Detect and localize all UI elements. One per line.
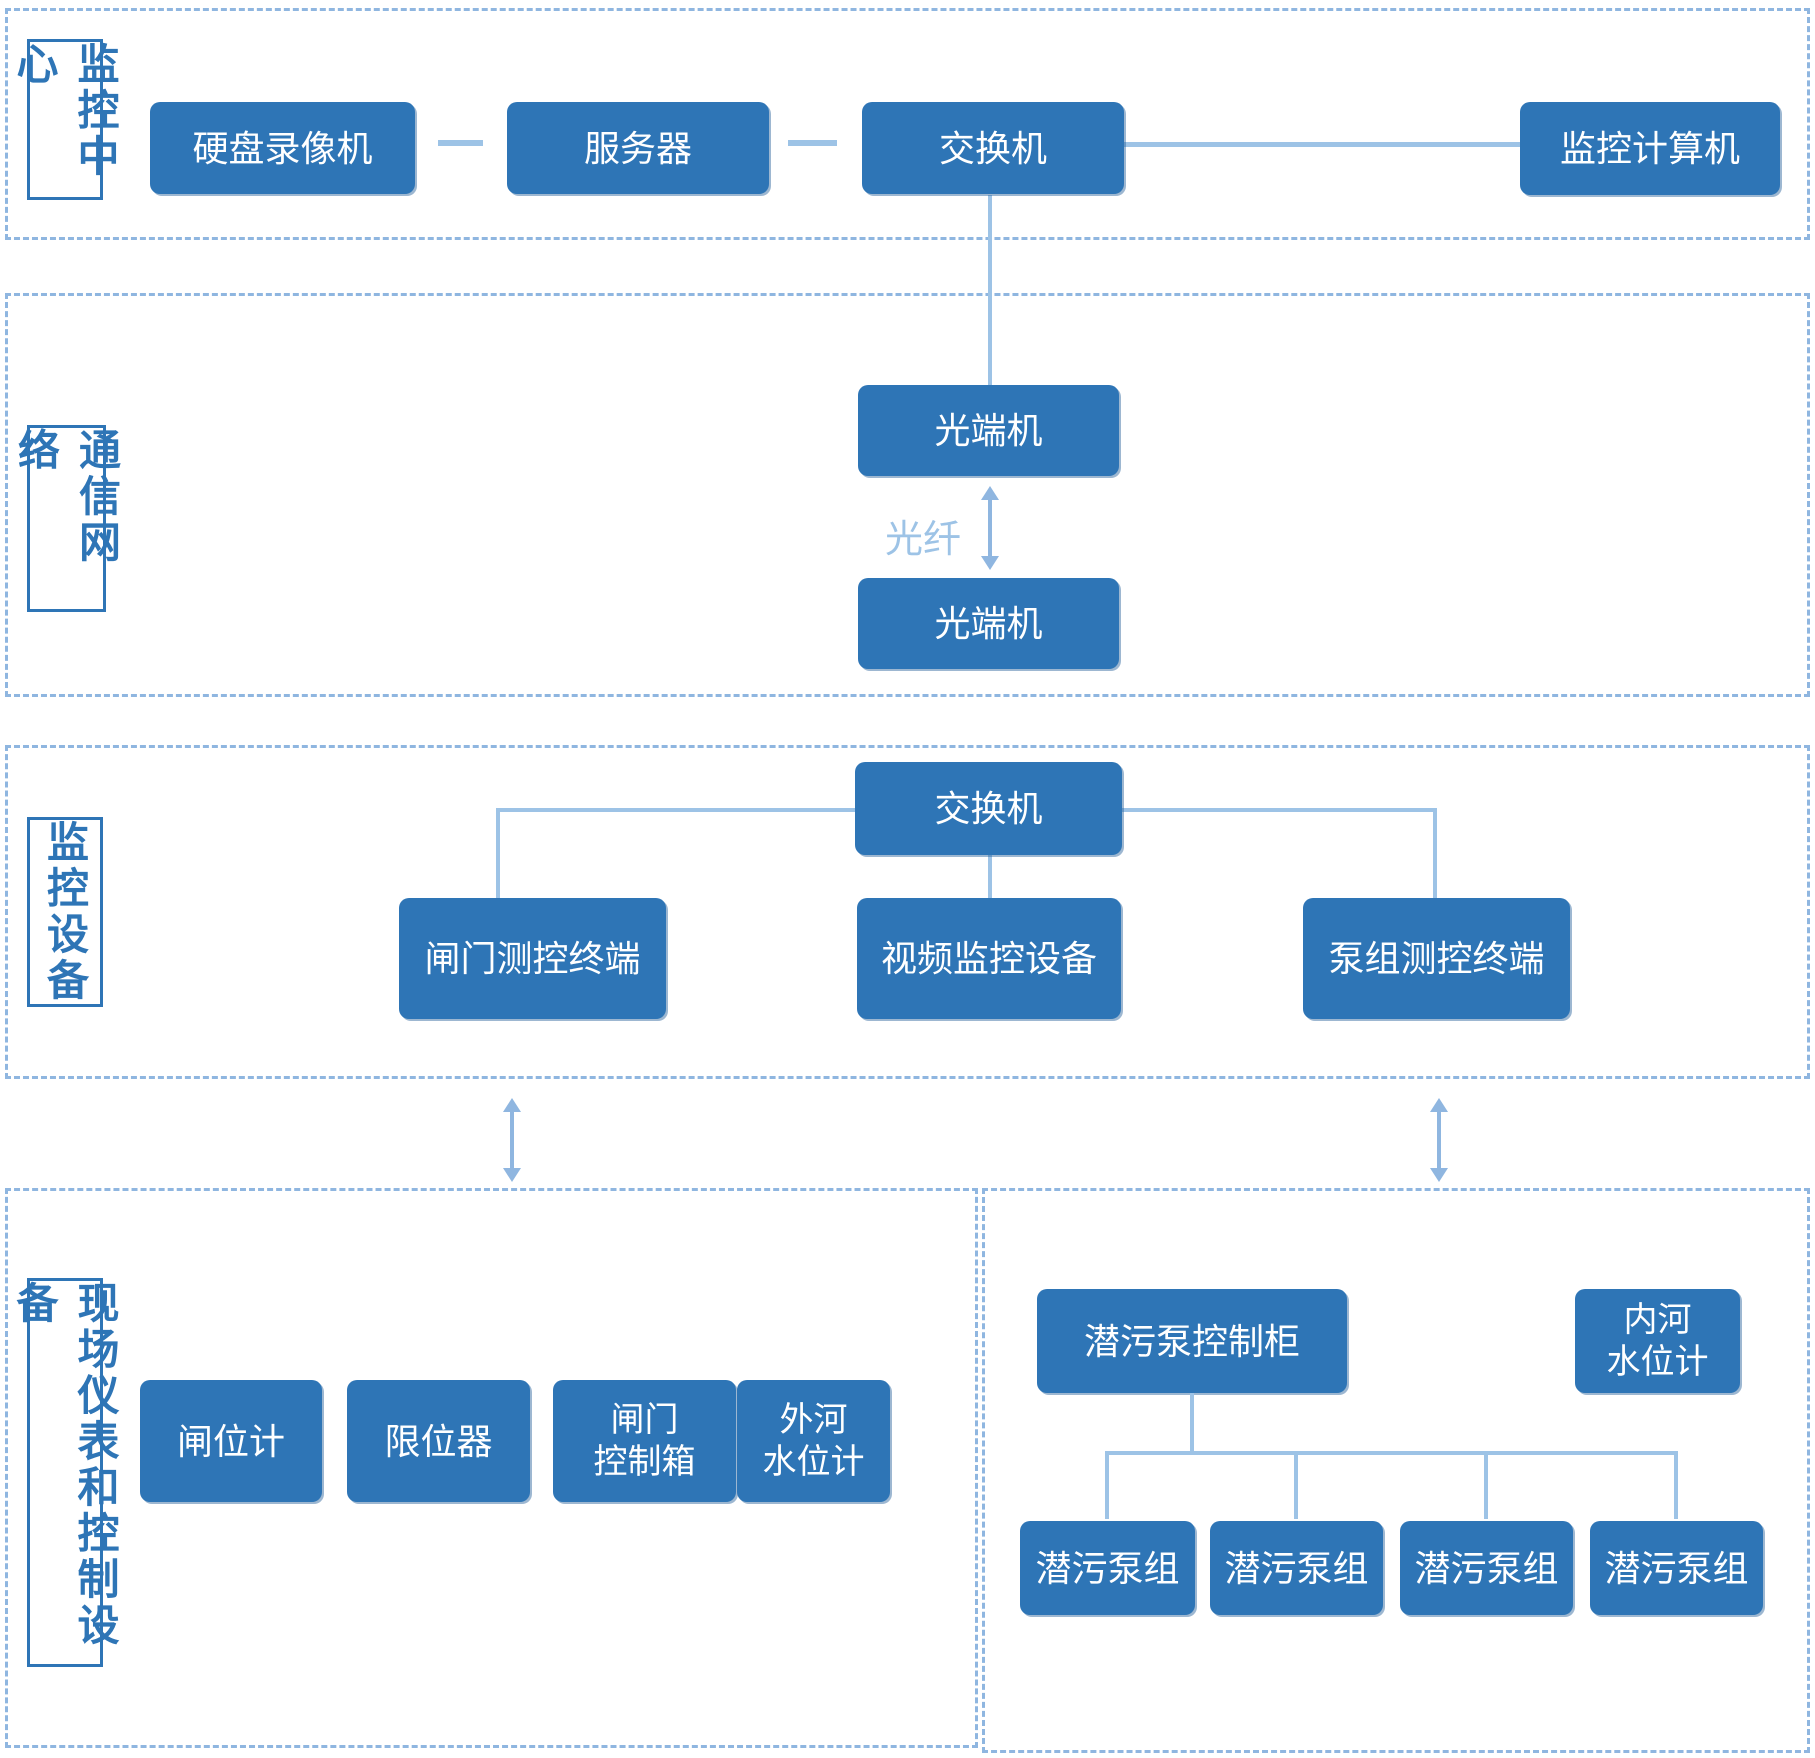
node-gate-terminal: 闸门测控终端 (399, 898, 666, 1019)
link-arrow-right (1430, 1098, 1448, 1182)
node-gate-control-box: 闸门 控制箱 (553, 1380, 736, 1502)
fiber-label: 光纤 (885, 519, 962, 561)
arrow-down-icon (503, 1168, 521, 1182)
elbow-left-horizontal (498, 808, 855, 812)
node-limiter: 限位器 (347, 1380, 530, 1502)
node-pump-cabinet: 潜污泵控制柜 (1037, 1289, 1347, 1393)
arrow-down-icon (1430, 1168, 1448, 1182)
connector-switch-computer (1124, 142, 1520, 147)
section-monitoring-center-frame (5, 8, 1810, 240)
connector-server-switch (788, 140, 837, 146)
arrow-up-icon (981, 486, 999, 500)
tree-stem (1190, 1393, 1194, 1455)
node-switch-middle: 交换机 (855, 762, 1122, 855)
node-monitor-computer: 监控计算机 (1520, 102, 1780, 195)
label-monitoring-equipment: 监控设备 (27, 817, 103, 1007)
node-optical-terminal-top: 光端机 (858, 385, 1119, 476)
node-pump-group-1: 潜污泵组 (1020, 1521, 1195, 1615)
node-optical-terminal-bottom: 光端机 (858, 578, 1119, 669)
node-video-device: 视频监控设备 (857, 898, 1121, 1019)
arrow-up-icon (1430, 1098, 1448, 1112)
tree-drop-2 (1294, 1451, 1298, 1519)
section-communication-network-frame (5, 293, 1810, 697)
node-server: 服务器 (507, 102, 769, 194)
arrow-up-icon (503, 1098, 521, 1112)
arrow-down-icon (981, 556, 999, 570)
fiber-double-arrow (981, 486, 999, 570)
connector-dvr-server (438, 140, 483, 146)
node-outer-river-gauge: 外河 水位计 (737, 1380, 890, 1502)
label-monitoring-center: 监控中心 (11, 39, 119, 200)
node-gate-gauge: 闸位计 (140, 1380, 322, 1502)
section-field-right-frame (982, 1188, 1810, 1753)
elbow-right-vertical (1433, 808, 1437, 898)
tree-drop-4 (1674, 1451, 1678, 1519)
tree-drop-3 (1484, 1451, 1488, 1519)
node-hdd-recorder: 硬盘录像机 (150, 102, 415, 194)
tree-drop-1 (1105, 1451, 1109, 1519)
section-monitoring-equipment-frame (5, 745, 1810, 1079)
label-communication-network: 通信网络 (13, 425, 121, 612)
elbow-right-horizontal (1122, 808, 1437, 812)
section-field-left-frame (5, 1188, 978, 1748)
connector-switch-optical (988, 195, 992, 385)
connector-switch-video (988, 855, 992, 898)
node-pump-terminal: 泵组测控终端 (1303, 898, 1570, 1019)
node-pump-group-4: 潜污泵组 (1590, 1521, 1763, 1615)
node-pump-group-3: 潜污泵组 (1400, 1521, 1573, 1615)
tree-bar (1105, 1451, 1678, 1455)
label-field-devices: 现场仪表和控制设备 (11, 1278, 119, 1667)
elbow-left-vertical (496, 808, 500, 898)
node-pump-group-2: 潜污泵组 (1210, 1521, 1383, 1615)
node-switch-top: 交换机 (862, 102, 1124, 194)
node-inner-river-gauge: 内河 水位计 (1575, 1289, 1740, 1393)
link-arrow-left (503, 1098, 521, 1182)
